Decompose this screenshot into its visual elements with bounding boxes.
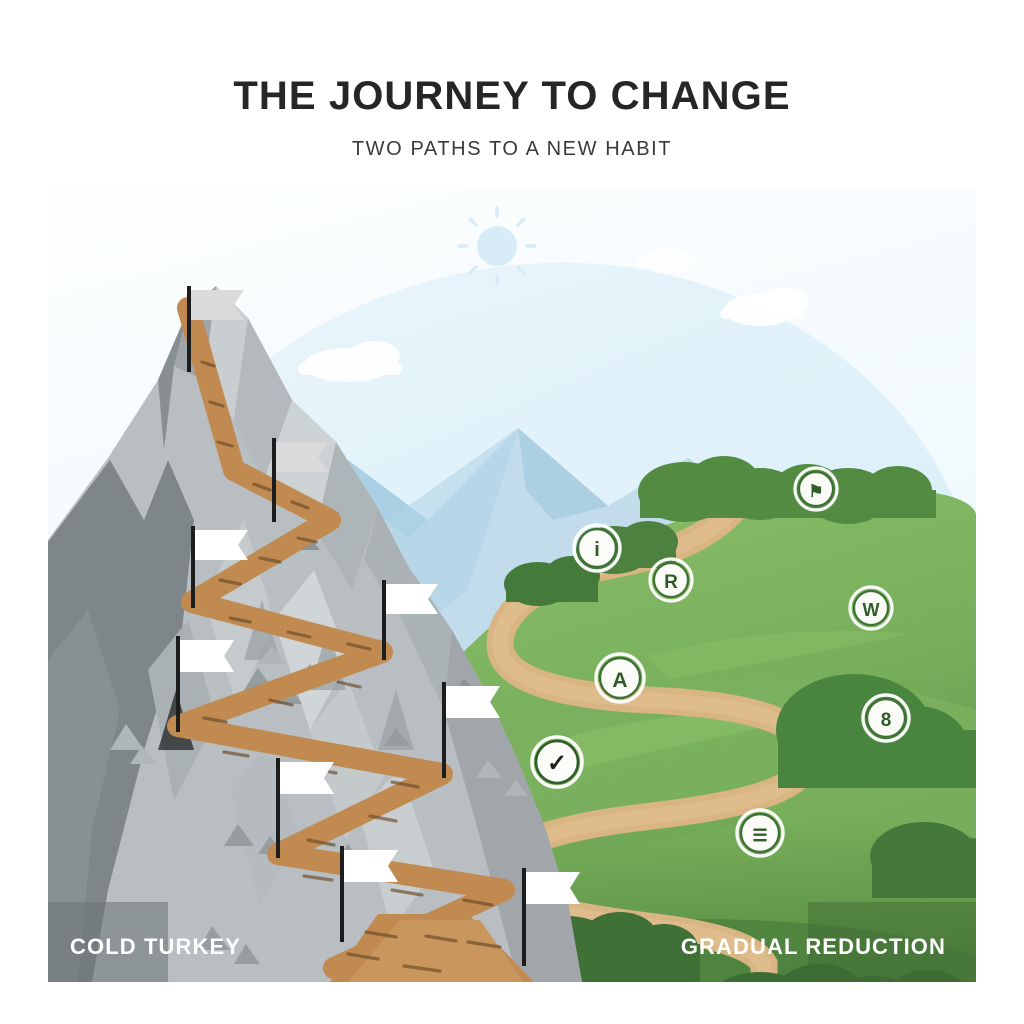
page-subtitle: TWO PATHS TO A NEW HABIT — [351, 138, 673, 160]
page-title: THE JOURNEY TO CHANGE — [233, 74, 791, 118]
cold-turkey-label: COLD TURKEY — [70, 934, 241, 959]
cloud-shapes — [298, 248, 808, 382]
poster-header: THE JOURNEY TO CHANGE TWO PATHS TO A NEW… — [0, 0, 1024, 161]
milestone-glyph: R — [664, 572, 678, 593]
illustration-scene: i R ⚑ W — [48, 190, 976, 982]
sun-icon — [457, 206, 537, 286]
trail-flag-3 — [191, 526, 248, 608]
milestone-glyph: i — [594, 539, 600, 561]
milestone-glyph: ✓ — [547, 750, 567, 777]
trail-flag-5 — [176, 636, 234, 732]
milestone-glyph: ⚑ — [808, 482, 823, 501]
milestone-goal[interactable]: ⚑ — [793, 466, 839, 512]
trail-flag-9 — [522, 868, 580, 966]
trail-flag-6 — [442, 682, 500, 778]
trail-flag-8 — [340, 846, 398, 942]
footer-bands — [48, 902, 976, 982]
trail-flags — [176, 286, 580, 966]
trail-flag-4 — [382, 580, 438, 660]
milestone-info[interactable]: i — [572, 523, 622, 573]
milestone-glyph: 8 — [881, 710, 892, 731]
milestone-glyph: ☰ — [752, 826, 767, 845]
milestone-badges[interactable]: i R ⚑ W — [530, 466, 911, 858]
milestone-glyph: A — [612, 669, 627, 692]
milestone-reduce[interactable]: R — [648, 557, 694, 603]
milestone-awareness[interactable]: A — [594, 652, 646, 704]
gradual-reduction-label: GRADUAL REDUCTION — [680, 934, 946, 959]
milestone-glyph: W — [863, 600, 880, 620]
trail-flag-2 — [272, 438, 328, 522]
milestone-progress[interactable]: W — [848, 585, 894, 631]
milestone-streak[interactable]: 8 — [861, 693, 911, 743]
milestone-complete[interactable]: ✓ — [530, 735, 584, 789]
trail-flag-7 — [276, 758, 334, 858]
trail-flag-summit — [187, 286, 244, 372]
milestone-plan[interactable]: ☰ — [735, 808, 785, 858]
cold-turkey-trail — [167, 297, 534, 982]
